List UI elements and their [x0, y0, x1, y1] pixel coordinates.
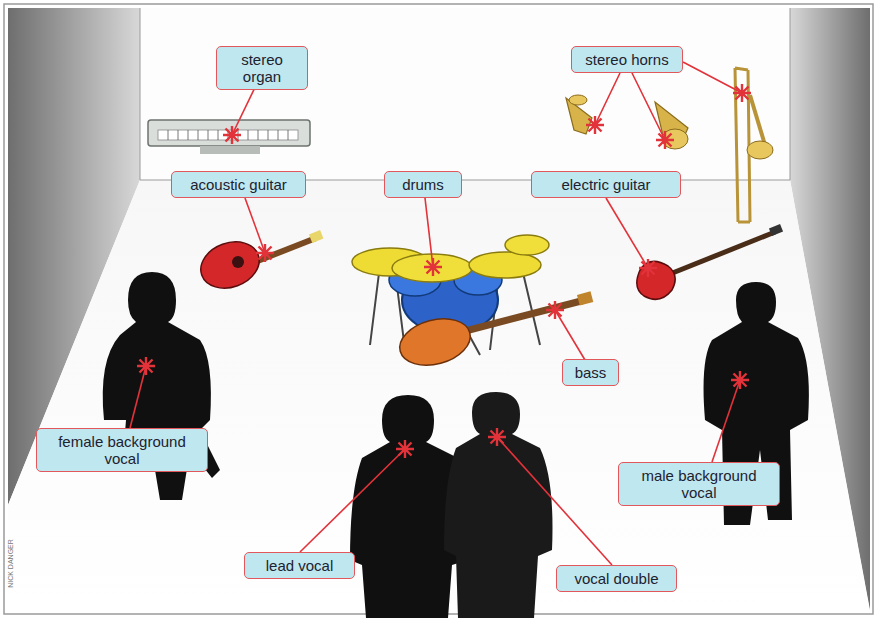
guitar-neck: [255, 238, 316, 262]
asterisk-marker: [488, 428, 506, 446]
asterisk-marker: [223, 126, 241, 144]
leader-line: [606, 198, 648, 268]
callout-box: stereo horns: [571, 46, 683, 73]
callout-box: drums: [384, 171, 462, 198]
guitar-neck: [660, 232, 775, 278]
cymbal: [505, 235, 549, 255]
silhouette: [444, 392, 553, 618]
cymbal: [392, 254, 472, 282]
callout-text: female background vocal: [43, 433, 201, 467]
organ-stand: [200, 146, 260, 154]
callout-box: bass: [562, 359, 619, 386]
asterisk-marker: [639, 259, 657, 277]
wall-corner: [790, 8, 791, 180]
guitar-head: [769, 224, 783, 236]
asterisk-marker: [733, 84, 751, 102]
cymbal: [469, 252, 541, 278]
asterisk-marker: [731, 371, 749, 389]
bass-neck: [450, 300, 585, 335]
bass-head: [577, 291, 593, 305]
callout-box: vocal double: [556, 565, 677, 592]
asterisk-marker: [137, 357, 155, 375]
callout-text: vocal double: [563, 570, 670, 587]
credit-text: NICK DANGER: [7, 539, 14, 588]
trombone-bell: [747, 141, 773, 159]
callout-text: electric guitar: [538, 176, 674, 193]
asterisk-marker: [656, 131, 674, 149]
callout-text: drums: [391, 176, 455, 193]
callout-box: male background vocal: [618, 462, 780, 506]
asterisk-marker: [396, 440, 414, 458]
callout-box: acoustic guitar: [171, 171, 306, 198]
callout-text: bass: [569, 364, 612, 381]
leader-line: [595, 62, 742, 140]
bass-guitar-body: [395, 311, 476, 372]
trumpet-bell: [569, 95, 587, 105]
callout-box: electric guitar: [531, 171, 681, 198]
leader-line: [712, 380, 740, 462]
wall-corner: [140, 8, 141, 180]
leader-line: [425, 198, 433, 267]
asterisk-marker: [586, 116, 604, 134]
leader-line: [300, 449, 405, 552]
callout-text: lead vocal: [251, 557, 348, 574]
organ-body: [148, 120, 310, 146]
asterisk-marker: [424, 258, 442, 276]
acoustic-guitar-body: [194, 234, 265, 296]
guitar-head: [309, 230, 323, 243]
callout-text: acoustic guitar: [178, 176, 299, 193]
leader-line: [245, 198, 265, 253]
trombone-tube: [750, 95, 765, 145]
back-wall: [140, 8, 790, 180]
callout-text: stereo horns: [578, 51, 676, 68]
leader-line: [555, 310, 585, 360]
sound-hole: [232, 256, 244, 268]
leader-line: [497, 437, 612, 565]
double-singer-silhouette: [444, 392, 553, 618]
callout-box: lead vocal: [244, 552, 355, 579]
callout-box: stereo organ: [216, 46, 308, 90]
asterisk-marker: [546, 301, 564, 319]
leader-line: [130, 366, 146, 428]
callout-text: stereo organ: [223, 51, 301, 85]
callout-box: female background vocal: [36, 428, 208, 472]
asterisk-marker: [256, 244, 274, 262]
callout-text: male background vocal: [625, 467, 773, 501]
